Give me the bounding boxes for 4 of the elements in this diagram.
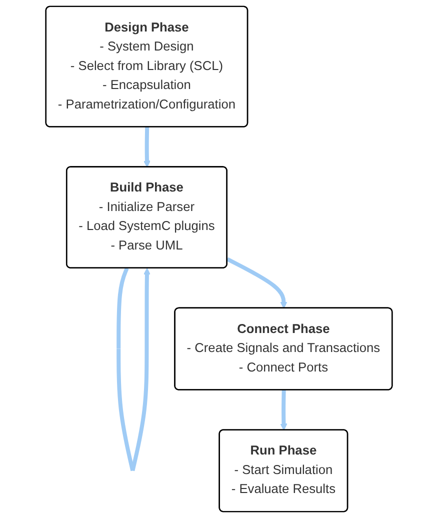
- arrow: [280, 390, 288, 431]
- arrow: [143, 127, 151, 168]
- arrow: [226, 257, 288, 309]
- arrow: [116, 267, 150, 472]
